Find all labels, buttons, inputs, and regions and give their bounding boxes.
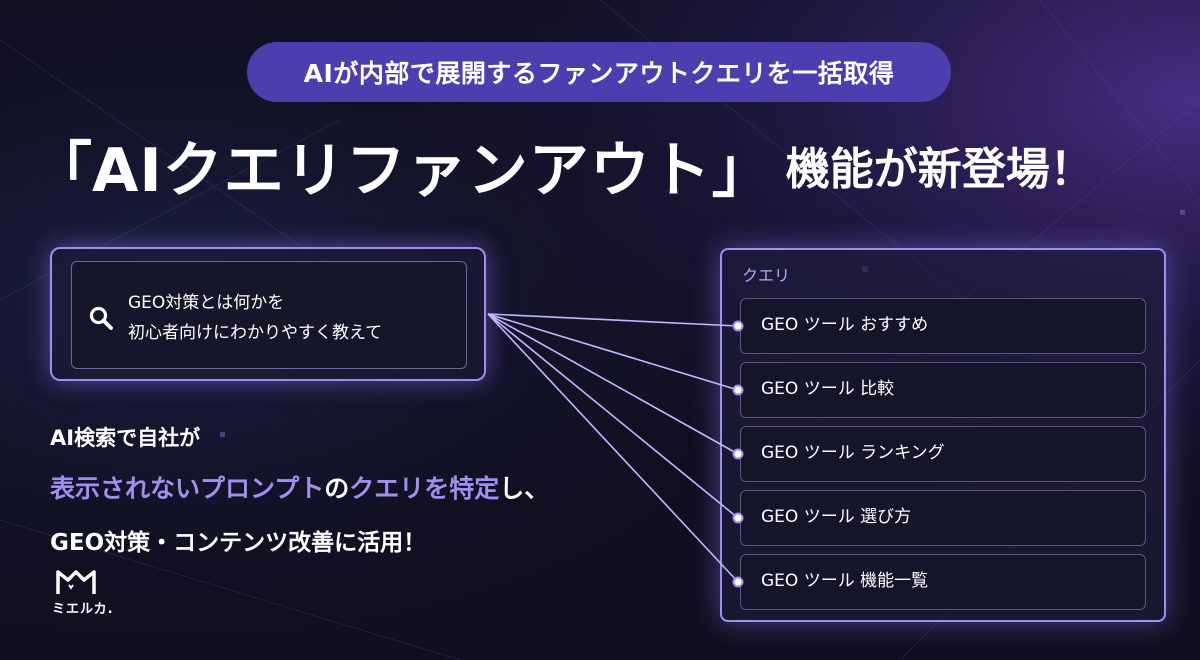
brand-name: ミエルカ. — [52, 602, 114, 617]
headline-feature-name: AIクエリファンアウト — [92, 135, 712, 206]
query-item-label: GEO ツール 比較 — [761, 379, 895, 399]
highlight-unshown-prompts: 表示されないプロンプト — [50, 474, 325, 503]
query-item[interactable]: GEO ツール 選び方 — [740, 490, 1146, 546]
description-line-3: GEO対策・コンテンツ改善に活用！ — [50, 530, 427, 556]
query-item-label: GEO ツール おすすめ — [761, 315, 929, 335]
prompt-text: GEO対策とは何かを 初心者向けにわかりやすく教えて — [128, 288, 458, 348]
prompt-input[interactable]: GEO対策とは何かを 初心者向けにわかりやすく教えて — [71, 261, 467, 369]
description-line-2-particle: の — [324, 474, 350, 503]
query-item[interactable]: GEO ツール 比較 — [740, 362, 1146, 418]
prompt-line-1: GEO対策とは何かを — [128, 293, 285, 313]
query-item[interactable]: GEO ツール ランキング — [740, 426, 1146, 482]
description-line-2: 表示されないプロンプトのクエリを特定し、 — [50, 464, 630, 514]
feature-badge: AIが内部で展開するファンアウトクエリを一括取得 — [247, 42, 951, 102]
headline: 「 AIクエリファンアウト 」 機能が新登場！ — [32, 112, 1182, 218]
headline-close-bracket: 」 — [711, 135, 772, 206]
query-panel: クエリ GEO ツール おすすめ GEO ツール 比較 GEO ツール ランキン… — [720, 248, 1166, 622]
prompt-line-2: 初心者向けにわかりやすく教えて — [128, 323, 383, 343]
cat-logo-icon — [56, 570, 96, 594]
query-item[interactable]: GEO ツール おすすめ — [740, 298, 1146, 354]
brand-logo: ミエルカ. — [52, 568, 114, 620]
query-item-label: GEO ツール 選び方 — [761, 507, 912, 527]
description-line-2-end: し、 — [499, 474, 550, 503]
prompt-card: GEO対策とは何かを 初心者向けにわかりやすく教えて — [50, 247, 486, 381]
headline-tail: 機能が新登場！ — [785, 144, 1094, 195]
highlight-identify-queries: クエリを特定 — [349, 474, 500, 503]
query-item-label: GEO ツール 機能一覧 — [761, 571, 929, 591]
description: AI検索で自社が 表示されないプロンプトのクエリを特定し、 GEO対策・コンテン… — [50, 420, 630, 566]
query-item-label: GEO ツール ランキング — [761, 443, 945, 463]
description-line-1: AI検索で自社が — [50, 426, 201, 450]
headline-open-bracket: 「 — [32, 135, 92, 206]
query-item[interactable]: GEO ツール 機能一覧 — [740, 554, 1146, 610]
search-icon — [89, 306, 113, 330]
query-panel-title: クエリ — [742, 266, 791, 285]
